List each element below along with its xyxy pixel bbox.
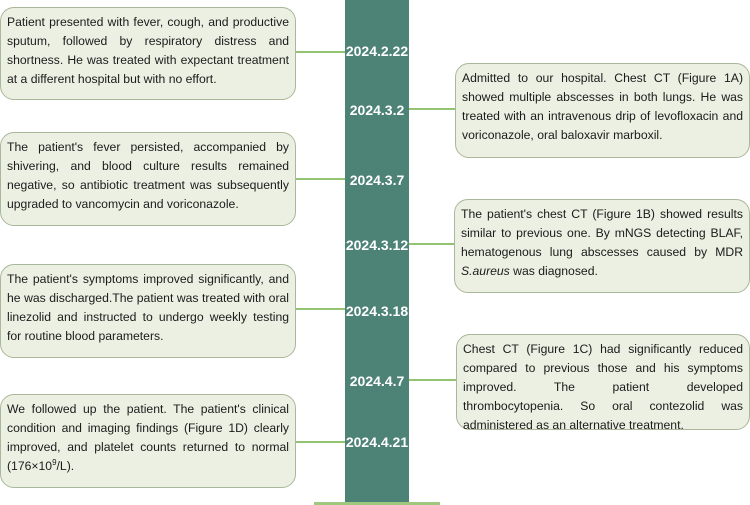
- date-label: 2024.4.21: [345, 434, 409, 450]
- event-box-2024-3-18: The patient's symptoms improved signific…: [0, 264, 296, 358]
- event-text: The patient's chest CT (Figure 1B) showe…: [461, 207, 743, 259]
- timeline-base-line: [314, 502, 440, 505]
- event-text: We followed up the patient. The patient'…: [7, 402, 289, 473]
- event-box-2024-4-21: We followed up the patient. The patient'…: [0, 394, 296, 488]
- event-text: Chest CT (Figure 1C) had significantly r…: [463, 342, 743, 432]
- event-text-tail: was diagnosed.: [509, 264, 598, 278]
- superscript: 9: [52, 457, 57, 467]
- connector-2024-4-21: [296, 441, 345, 443]
- connector-2024-3-7: [296, 178, 345, 180]
- date-label: 2024.3.12: [345, 237, 409, 253]
- event-box-2024-3-12: The patient's chest CT (Figure 1B) showe…: [454, 199, 750, 293]
- event-text-tail: /L).: [56, 459, 75, 473]
- date-label: 2024.3.7: [349, 172, 405, 188]
- event-box-2024-3-2: Admitted to our hospital. Chest CT (Figu…: [455, 63, 750, 158]
- connector-2024-3-12: [409, 243, 454, 245]
- event-box-2024-3-7: The patient's fever persisted, accompani…: [0, 132, 296, 226]
- date-label: 2024.2.22: [345, 43, 409, 59]
- event-text: Patient presented with fever, cough, and…: [7, 15, 289, 86]
- date-label: 2024.4.7: [349, 373, 405, 389]
- event-box-2024-4-7: Chest CT (Figure 1C) had significantly r…: [456, 334, 750, 432]
- connector-2024-3-2: [409, 108, 458, 110]
- event-box-2024-2-22: Patient presented with fever, cough, and…: [0, 7, 296, 100]
- date-label: 2024.3.18: [345, 303, 409, 319]
- event-text: The patient's symptoms improved signific…: [7, 272, 289, 343]
- event-text: Admitted to our hospital. Chest CT (Figu…: [462, 71, 743, 142]
- timeline-spine: [345, 0, 409, 505]
- event-text: The patient's fever persisted, accompani…: [7, 140, 289, 211]
- organism-name: S.aureus: [461, 264, 510, 278]
- date-label: 2024.3.2: [349, 102, 405, 118]
- connector-2024-3-18: [296, 308, 345, 310]
- connector-2024-2-22: [296, 51, 345, 53]
- connector-2024-4-7: [409, 379, 456, 381]
